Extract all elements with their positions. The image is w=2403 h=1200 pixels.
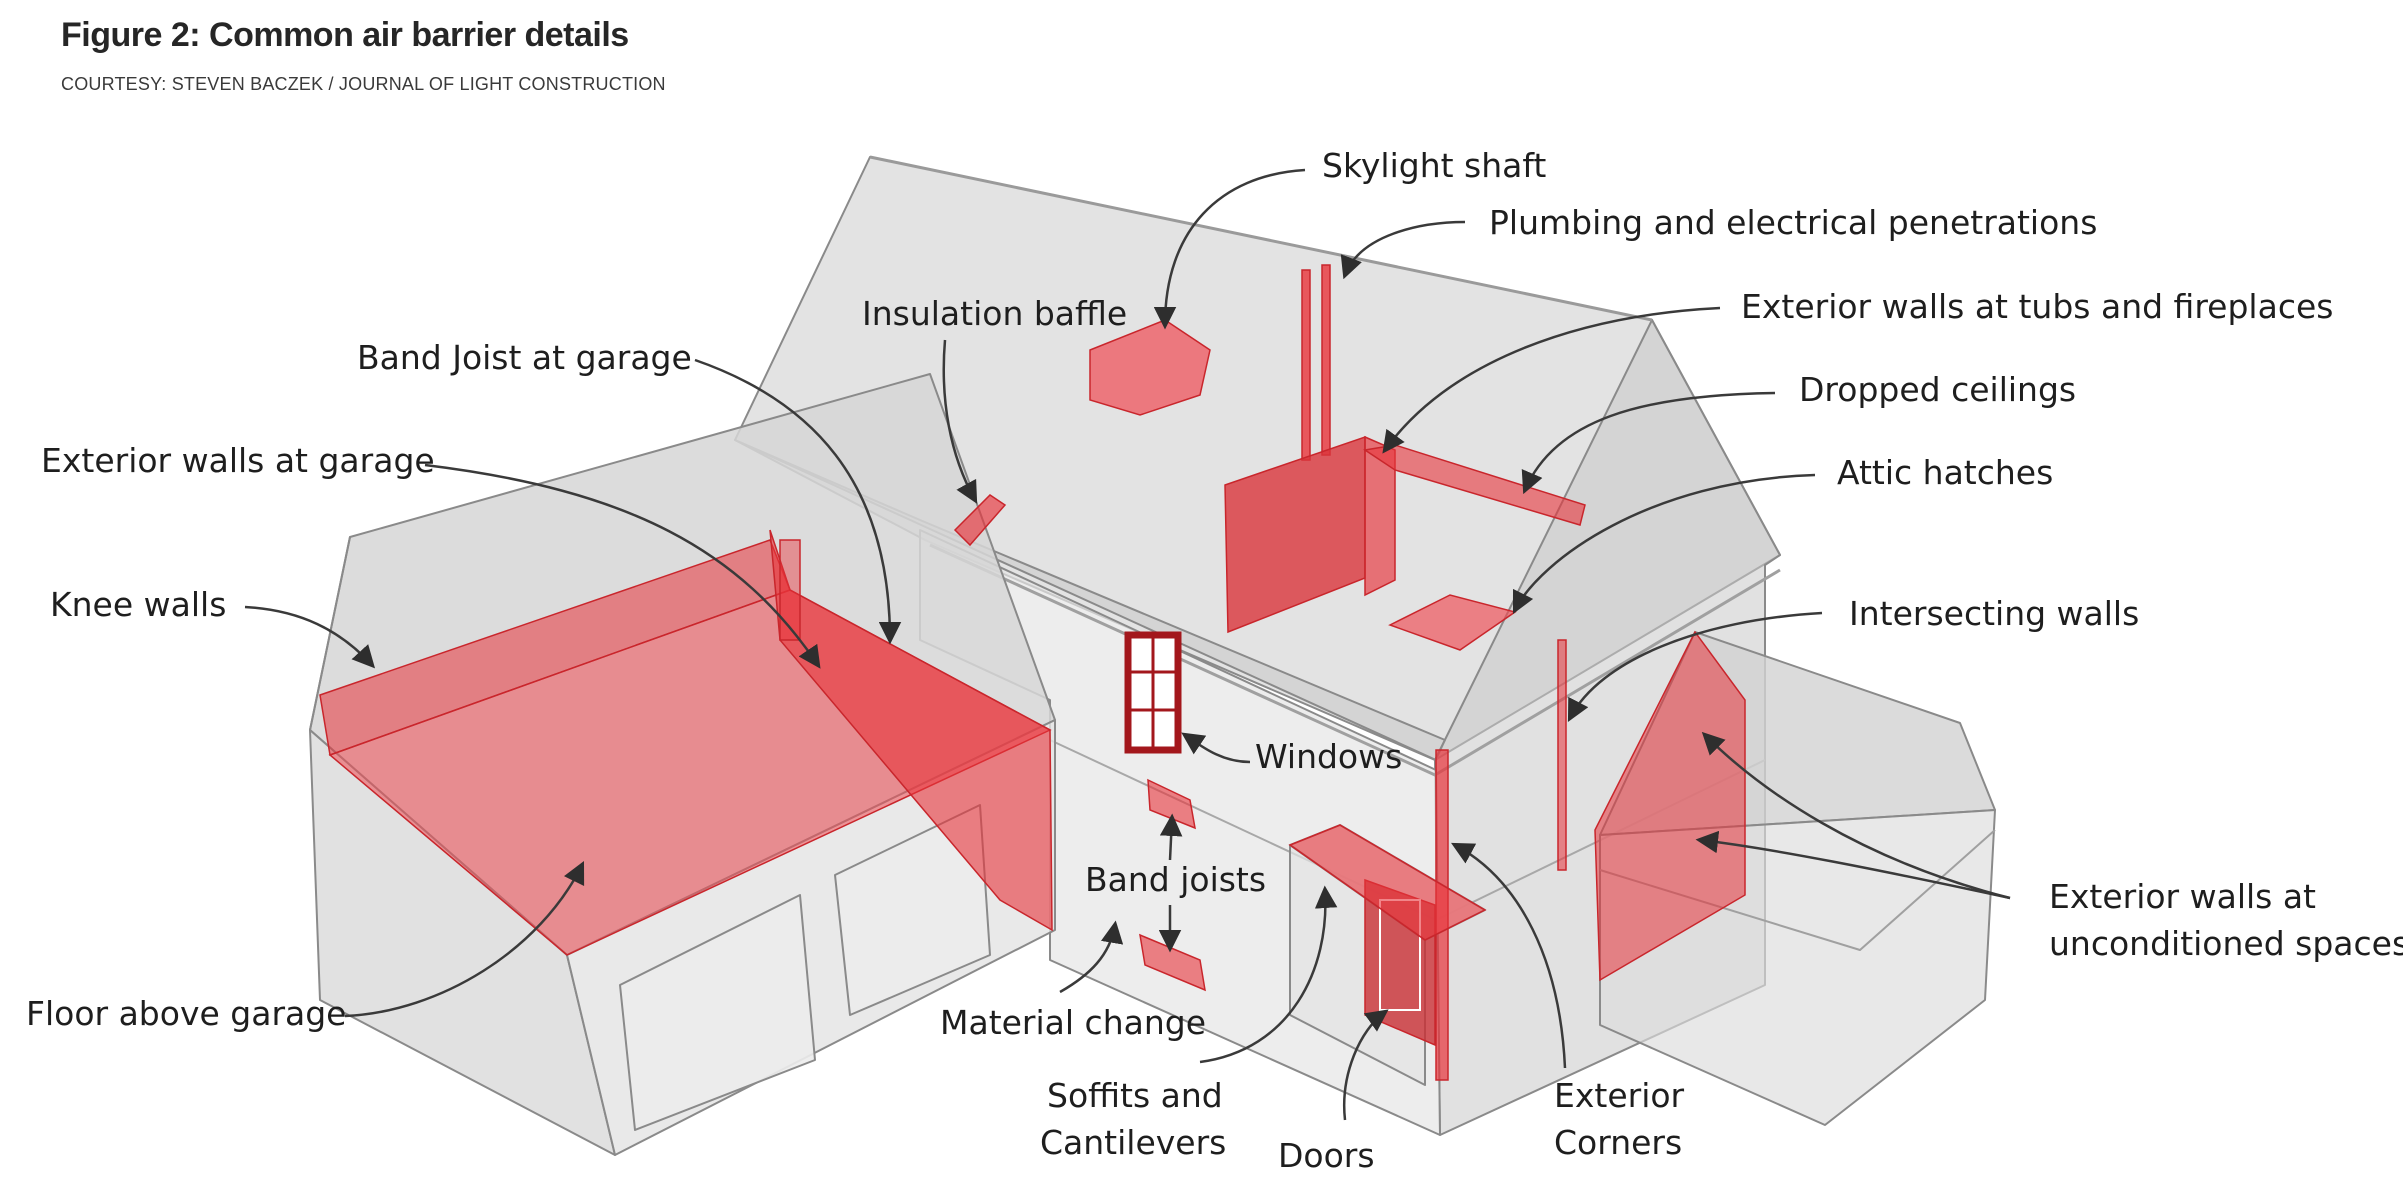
garage-door-right <box>834 804 991 1016</box>
leader-knee-walls <box>244 605 376 669</box>
label-material-change: Material change <box>940 1003 1206 1042</box>
leader-band-joists-up <box>1159 813 1183 861</box>
label-soffits-2: Cantilevers <box>1040 1123 1226 1162</box>
leader-plumbing <box>1340 220 1466 280</box>
air-barrier-zones <box>319 264 1746 1081</box>
label-doors: Doors <box>1278 1136 1375 1175</box>
leader-unconditioned-2 <box>1695 830 2011 900</box>
label-exterior-corners-2: Corners <box>1554 1123 1682 1162</box>
band-joist-upper <box>1147 778 1196 830</box>
label-band-joist-garage: Band Joist at garage <box>357 338 692 377</box>
label-attic-hatches: Attic hatches <box>1837 453 2053 492</box>
leader-lines <box>244 168 2011 1121</box>
label-tubs-fireplaces: Exterior walls at tubs and fireplaces <box>1741 287 2333 326</box>
leader-material-change <box>1059 920 1124 994</box>
label-floor-above-garage: Floor above garage <box>26 994 346 1033</box>
callout-labels: Skylight shaft Plumbing and electrical p… <box>26 146 2403 1175</box>
plumbing-pipe-1 <box>1301 269 1311 461</box>
leader-doors <box>1343 1009 1389 1121</box>
label-intersecting-walls: Intersecting walls <box>1849 594 2139 633</box>
leader-floor-garage <box>344 860 585 1018</box>
leader-tubs <box>1382 306 1721 454</box>
label-knee-walls: Knee walls <box>50 585 226 624</box>
leader-windows <box>1181 732 1251 764</box>
leader-soffits <box>1199 885 1338 1064</box>
soffit-zone <box>1288 824 1487 941</box>
label-insulation-baffle: Insulation baffle <box>862 294 1127 333</box>
leader-unconditioned-1 <box>1701 731 2011 900</box>
leader-exterior-corners <box>1451 842 1567 1069</box>
leader-attic-hatch <box>1512 473 1816 615</box>
label-unconditioned-2: unconditioned spaces <box>2049 924 2403 963</box>
leader-band-joist-garage <box>694 358 902 645</box>
label-exterior-walls-garage: Exterior walls at garage <box>41 441 435 480</box>
label-unconditioned-1: Exterior walls at <box>2049 877 2316 916</box>
label-dropped-ceilings: Dropped ceilings <box>1799 370 2076 409</box>
label-band-joists: Band joists <box>1085 860 1266 899</box>
leader-baffle <box>942 339 978 504</box>
label-skylight-shaft: Skylight shaft <box>1322 146 1546 185</box>
leader-skylight <box>1153 168 1306 330</box>
figure-credit: COURTESY: STEVEN BACZEK / JOURNAL OF LIG… <box>61 74 666 94</box>
plumbing-pipe-2 <box>1321 264 1331 456</box>
intersecting-wall-zone <box>1557 639 1567 871</box>
figure-title: Figure 2: Common air barrier details <box>61 16 629 54</box>
leader-dropped <box>1521 391 1776 495</box>
label-soffits-1: Soffits and <box>1047 1076 1223 1115</box>
unconditioned-wall-zone <box>1594 630 1746 982</box>
garage-door-left <box>619 894 816 1131</box>
leader-intersecting <box>1567 611 1823 722</box>
insulation-baffle-zone <box>953 494 1007 547</box>
label-plumbing: Plumbing and electrical penetrations <box>1489 203 2097 242</box>
leader-ext-walls-garage <box>424 463 821 669</box>
label-windows: Windows <box>1255 737 1402 776</box>
label-exterior-corners-1: Exterior <box>1554 1076 1685 1115</box>
